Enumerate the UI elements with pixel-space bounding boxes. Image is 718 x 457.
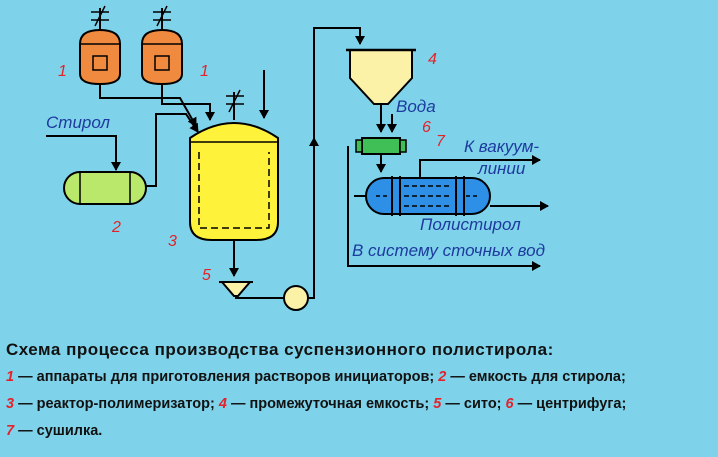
dryer [365, 176, 491, 216]
polystyrene-label: Полистирол [420, 215, 521, 234]
number-styrene-tank: 2 [111, 219, 121, 236]
sieve [219, 281, 253, 297]
initiator-vessel-left [79, 5, 121, 94]
caption-number: 6 [505, 396, 514, 412]
flow-diagram: Стирол Вода К вакуум- линии Полистирол В… [46, 5, 549, 311]
dryer-pipes [354, 155, 549, 211]
caption-number: 2 [438, 369, 447, 385]
vacuum-label-line1: К вакуум- [464, 137, 539, 156]
number-sieve: 5 [202, 267, 211, 284]
caption-number: 1 [6, 369, 15, 385]
caption-text: — сито; [445, 396, 502, 412]
pump [283, 285, 309, 311]
number-dryer: 7 [436, 133, 446, 150]
caption-text: — центрифуга; [517, 396, 627, 412]
caption-line-1: 1 — аппараты для приготовления растворов… [6, 364, 712, 391]
caption-line-3: 7 — сушилка. [6, 418, 712, 445]
initiator-vessel-right [141, 5, 183, 94]
caption-number: 3 [6, 396, 15, 412]
styrene-tank [63, 171, 147, 205]
caption-text: — промежуточная емкость; [230, 396, 430, 412]
caption-text: — емкость для стирола; [450, 369, 626, 385]
caption-number: 5 [433, 396, 442, 412]
reactor-polymerizer [189, 89, 279, 241]
legend-caption: Схема процесса производства суспензионно… [6, 340, 712, 445]
caption-title: Схема процесса производства суспензионно… [6, 340, 554, 359]
water-label: Вода [396, 97, 436, 116]
caption-number: 7 [6, 423, 15, 439]
sieve-to-pump-pipe [235, 296, 284, 299]
centrifuge-pipes [347, 146, 541, 271]
caption-text: — аппараты для приготовления растворов и… [18, 369, 435, 385]
vacuum-label-line2: линии [477, 159, 526, 178]
styrene-label: Стирол [46, 113, 110, 132]
pump-to-tank-pipe [308, 27, 365, 299]
caption-text: — реактор-полимеризатор; [18, 396, 215, 412]
number-initiator-right: 1 [200, 63, 209, 80]
styrene-pipes [46, 113, 199, 187]
sewage-label: В систему сточных вод [352, 241, 545, 260]
number-initiator-left: 1 [58, 63, 67, 80]
number-centrifuge: 6 [422, 119, 431, 136]
initiator-pipes [99, 94, 215, 127]
centrifuge [355, 137, 407, 155]
caption-line-2: 3 — реактор-полимеризатор; 4 — промежуто… [6, 391, 712, 418]
caption-number: 4 [218, 396, 227, 412]
caption-text: — сушилка. [18, 423, 103, 439]
number-reactor: 3 [168, 233, 177, 250]
number-buffer-tank: 4 [428, 51, 437, 68]
buffer-tank [346, 48, 416, 105]
